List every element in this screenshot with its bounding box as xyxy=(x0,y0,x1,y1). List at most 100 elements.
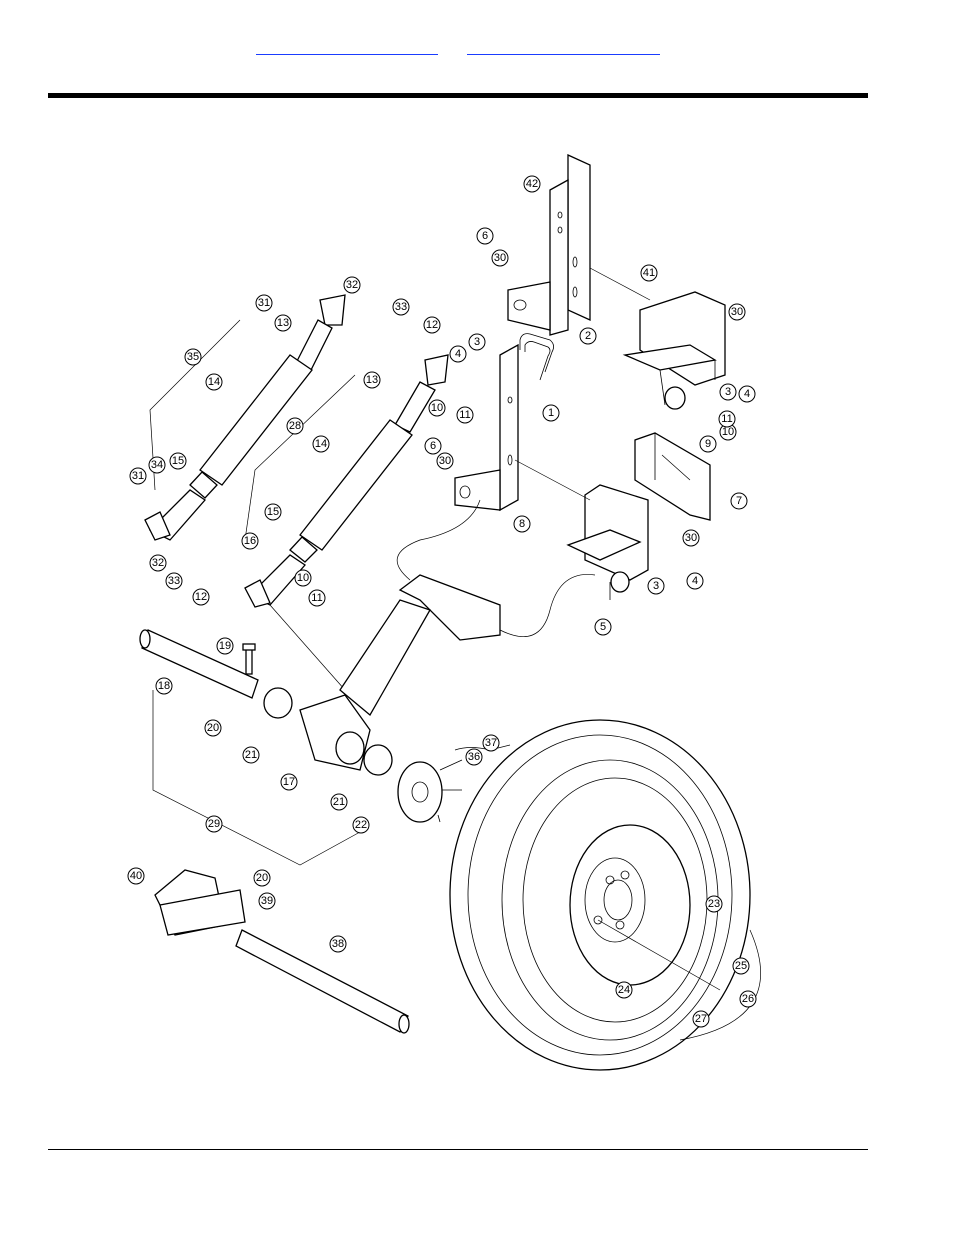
callout-13: 13 xyxy=(363,371,381,389)
turnbuckle-left-drawing xyxy=(144,294,346,541)
callout-32: 32 xyxy=(149,554,167,572)
callout-13: 13 xyxy=(274,314,292,332)
svg-text:21: 21 xyxy=(333,796,345,808)
turnbuckle-right-drawing xyxy=(244,354,449,608)
svg-text:37: 37 xyxy=(485,737,497,749)
callout-11: 11 xyxy=(308,589,326,607)
svg-text:26: 26 xyxy=(742,993,754,1005)
svg-text:30: 30 xyxy=(731,306,743,318)
svg-text:14: 14 xyxy=(315,438,327,450)
callout-14: 14 xyxy=(312,435,330,453)
callout-26: 26 xyxy=(739,990,757,1008)
callout-36: 36 xyxy=(465,748,483,766)
svg-text:2: 2 xyxy=(585,330,591,342)
svg-text:30: 30 xyxy=(439,455,451,467)
callout-3: 3 xyxy=(468,333,486,351)
svg-text:12: 12 xyxy=(195,591,207,603)
callout-3: 3 xyxy=(647,577,665,595)
svg-text:28: 28 xyxy=(289,420,301,432)
header-rule xyxy=(48,93,868,98)
header-link-1[interactable] xyxy=(256,44,438,55)
callout-18: 18 xyxy=(155,677,173,695)
svg-text:41: 41 xyxy=(643,267,655,279)
bolt-19-drawing xyxy=(242,643,256,675)
callout-32: 32 xyxy=(343,276,361,294)
callout-34: 34 xyxy=(148,456,166,474)
svg-text:42: 42 xyxy=(526,178,538,190)
svg-text:30: 30 xyxy=(494,252,506,264)
footer-rule xyxy=(48,1149,868,1150)
callout-10: 10 xyxy=(428,399,446,417)
callout-30: 30 xyxy=(682,529,700,547)
callout-39: 39 xyxy=(258,892,276,910)
callout-29: 29 xyxy=(205,815,223,833)
callout-1: 1 xyxy=(542,404,560,422)
svg-text:14: 14 xyxy=(208,376,220,388)
bushing-top-drawing xyxy=(263,687,293,719)
callout-20: 20 xyxy=(253,869,271,887)
svg-text:39: 39 xyxy=(261,895,273,907)
svg-text:11: 11 xyxy=(459,409,470,421)
callout-28: 28 xyxy=(286,417,304,435)
callout-4: 4 xyxy=(686,572,704,590)
svg-text:10: 10 xyxy=(431,402,443,414)
svg-text:4: 4 xyxy=(455,348,461,360)
svg-text:12: 12 xyxy=(426,319,438,331)
callout-2: 2 xyxy=(579,327,597,345)
spindle-drawing xyxy=(154,869,246,936)
callout-31: 31 xyxy=(129,467,147,485)
svg-text:27: 27 xyxy=(695,1013,707,1025)
svg-text:30: 30 xyxy=(685,532,697,544)
callout-7: 7 xyxy=(730,492,748,510)
callout-22: 22 xyxy=(352,816,370,834)
mounting-plate-drawing xyxy=(507,153,591,336)
svg-text:5: 5 xyxy=(600,621,606,633)
svg-text:3: 3 xyxy=(474,336,480,348)
callout-16: 16 xyxy=(241,532,259,550)
svg-text:24: 24 xyxy=(618,984,630,996)
callout-9: 9 xyxy=(699,435,717,453)
svg-text:13: 13 xyxy=(277,317,289,329)
svg-text:33: 33 xyxy=(395,301,407,313)
svg-text:17: 17 xyxy=(283,776,295,788)
svg-text:15: 15 xyxy=(267,506,279,518)
bushing-bottom-drawing xyxy=(363,744,393,776)
svg-text:19: 19 xyxy=(219,640,231,652)
callout-21: 21 xyxy=(242,746,260,764)
svg-text:25: 25 xyxy=(735,960,747,972)
header-link-2[interactable] xyxy=(467,44,660,55)
callout-33: 33 xyxy=(392,298,410,316)
svg-text:23: 23 xyxy=(708,898,720,910)
svg-text:10: 10 xyxy=(297,572,309,584)
svg-text:1: 1 xyxy=(548,407,554,419)
svg-text:11: 11 xyxy=(721,413,732,425)
svg-text:10: 10 xyxy=(722,426,734,438)
svg-text:4: 4 xyxy=(692,575,698,587)
svg-text:7: 7 xyxy=(736,495,742,507)
bracket-7-drawing xyxy=(634,432,711,521)
swing-arm-drawing xyxy=(299,574,501,771)
callout-20: 20 xyxy=(204,719,222,737)
callout-19: 19 xyxy=(216,637,234,655)
callout-10: 10 xyxy=(719,423,737,441)
svg-text:31: 31 xyxy=(132,470,144,482)
callout-6: 6 xyxy=(476,227,494,245)
shaft-38-drawing xyxy=(235,929,410,1034)
svg-text:3: 3 xyxy=(725,386,731,398)
svg-text:35: 35 xyxy=(187,351,199,363)
callout-23: 23 xyxy=(705,895,723,913)
svg-text:32: 32 xyxy=(152,557,164,569)
callout-30: 30 xyxy=(728,303,746,321)
callout-25: 25 xyxy=(732,957,750,975)
callout-35: 35 xyxy=(184,348,202,366)
bracket-5-drawing xyxy=(566,484,649,600)
callout-33: 33 xyxy=(165,572,183,590)
exploded-parts-diagram: 1 2 3 3 3 4 4 4 5 6 6 7 8 9 10 10 10 11 … xyxy=(127,153,761,1071)
shaft-18-drawing xyxy=(139,629,259,699)
svg-text:8: 8 xyxy=(519,518,525,530)
callout-15: 15 xyxy=(169,452,187,470)
callout-41: 41 xyxy=(640,264,658,282)
callout-12: 12 xyxy=(423,316,441,334)
svg-text:22: 22 xyxy=(355,819,367,831)
svg-text:3: 3 xyxy=(653,580,659,592)
